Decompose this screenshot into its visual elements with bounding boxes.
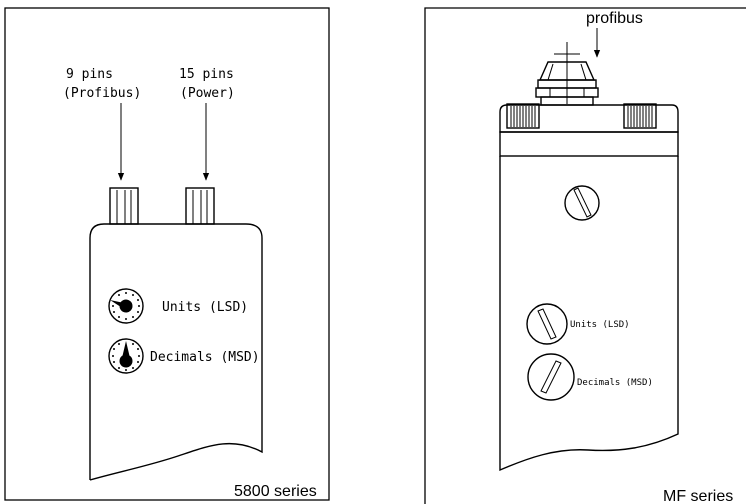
switch-decimals-label-left: Decimals (MSD): [150, 350, 260, 365]
hatched-block-left: [506, 103, 540, 129]
hatched-block-right: [623, 103, 657, 129]
connector-15pin-label-line2: (Power): [180, 86, 235, 101]
switch-units-label-right: Units (LSD): [570, 320, 630, 330]
device-body-mf: [499, 156, 679, 472]
connector-9pin-label-line2: (Profibus): [63, 86, 141, 101]
connector-9pin-label-line1: 9 pins: [66, 67, 113, 82]
rotary-switch-units-mf: [526, 303, 568, 345]
connector-15pin-label-line1: 15 pins: [179, 67, 234, 82]
switch-decimals-label-right: Decimals (MSD): [577, 378, 653, 388]
series-label-5800: 5800 series: [234, 483, 317, 500]
left-panel-5800: 9 pins (Profibus) 15 pins (Power): [4, 7, 330, 501]
switch-units-label-left: Units (LSD): [162, 300, 248, 315]
device-body-5800: [89, 223, 263, 481]
right-panel-mf: profibus: [424, 7, 746, 504]
connector-15pin: [185, 187, 215, 225]
left-panel-frame: [4, 7, 330, 501]
rotary-switch-decimals: [108, 338, 144, 374]
trim-pot-top: [564, 185, 600, 221]
cable-gland: [535, 61, 599, 106]
rotary-switch-decimals-mf: [527, 353, 575, 401]
rotary-switch-units: [108, 288, 144, 324]
series-label-mf: MF series: [663, 488, 733, 504]
right-panel-frame: [424, 7, 746, 504]
device-cap: [499, 104, 679, 133]
device-shoulder: [499, 131, 679, 157]
profibus-label: profibus: [586, 10, 643, 27]
